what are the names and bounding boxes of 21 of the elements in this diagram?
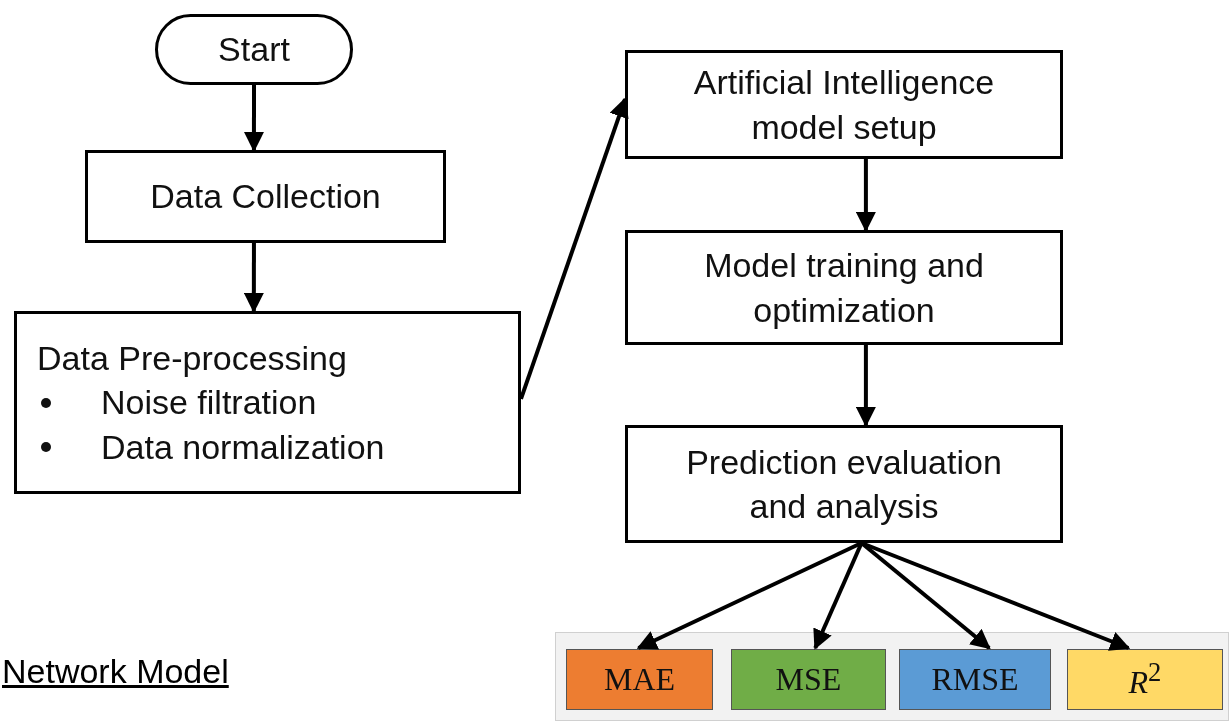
- metric-box: RMSE: [899, 649, 1051, 710]
- section-heading: Network Model: [2, 652, 229, 691]
- arrow: [243, 85, 264, 152]
- panel-background: [555, 632, 1229, 721]
- process-box: Data Collection: [85, 150, 446, 243]
- start-terminal: Start: [155, 14, 353, 85]
- list-item: Noise filtration: [101, 382, 317, 424]
- process-box: Artificial Intelligence model setup: [625, 50, 1063, 159]
- metric-box: R$^{2}$: [1067, 649, 1223, 710]
- list-item: Data normalization: [101, 426, 385, 468]
- arrow: [813, 542, 864, 650]
- arrow: [243, 243, 264, 313]
- process-box: Data Pre-processing Noise filtration Data normalization: [14, 311, 521, 494]
- arrow: [855, 345, 876, 427]
- arrow: [519, 97, 629, 400]
- process-box: Model training and optimization: [625, 230, 1063, 345]
- process-box: Prediction evaluation and analysis: [625, 425, 1063, 543]
- metric-box: MAE: [566, 649, 713, 710]
- metric-box: MSE: [731, 649, 886, 710]
- arrow: [636, 541, 863, 650]
- arrow: [855, 159, 876, 232]
